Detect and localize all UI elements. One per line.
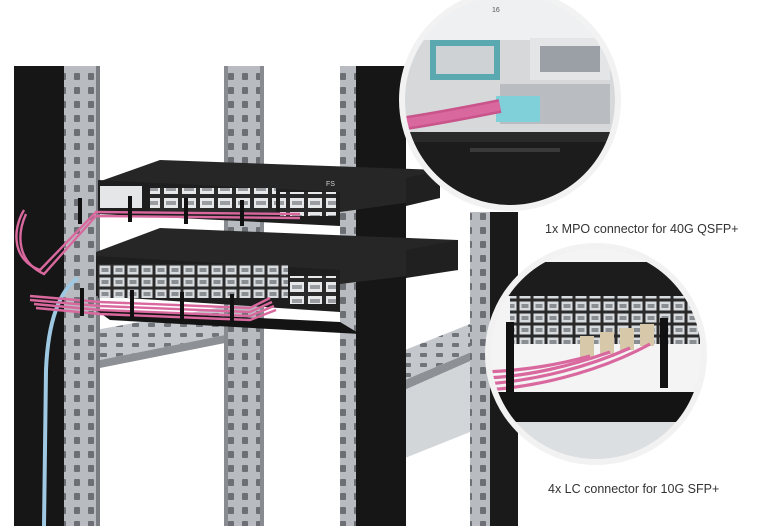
magenta-fiber-cables xyxy=(15,209,301,322)
zoom-lc-connector xyxy=(485,243,707,465)
rack-ears-right xyxy=(406,170,458,278)
lower-switch xyxy=(96,228,458,334)
aqua-fiber-cable xyxy=(42,276,80,526)
port-number-label: 16 xyxy=(492,7,500,14)
switch-logo: FS xyxy=(326,181,335,188)
caption-lc-connector: 4x LC connector for 10G SFP+ xyxy=(548,482,720,496)
upper-switch: FS xyxy=(98,160,440,226)
caption-mpo-connector: 1x MPO connector for 40G QSFP+ xyxy=(545,222,739,236)
cable-management-bars xyxy=(78,196,244,322)
zoom-mpo-connector: 16 xyxy=(399,0,621,211)
rack-post-left-front xyxy=(14,66,100,526)
rack-post-right-front xyxy=(340,66,406,526)
